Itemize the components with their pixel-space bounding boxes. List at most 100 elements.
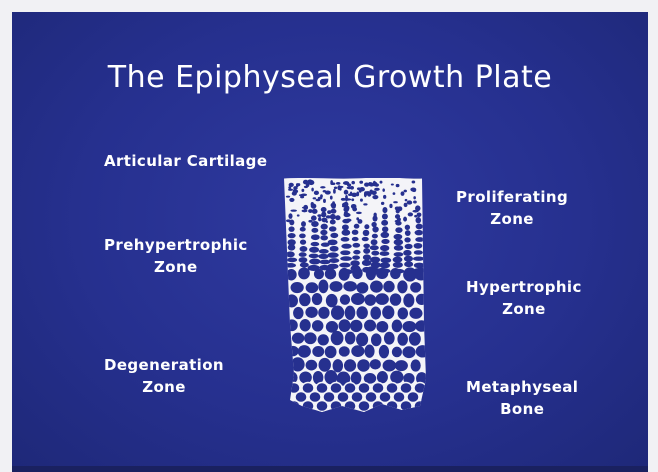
cell <box>293 307 303 319</box>
cell <box>306 183 310 187</box>
cell <box>377 371 388 383</box>
cell <box>301 221 306 227</box>
cell <box>330 281 343 292</box>
cell <box>311 221 319 227</box>
cell <box>351 345 364 357</box>
cell <box>375 293 389 305</box>
cell <box>364 224 369 229</box>
cell <box>404 256 413 262</box>
cell <box>315 199 320 201</box>
cell <box>321 211 326 217</box>
cell <box>320 186 325 188</box>
cell <box>303 205 308 210</box>
cell <box>286 251 295 257</box>
cell <box>417 212 422 217</box>
cell <box>395 227 402 233</box>
cell <box>287 258 297 263</box>
cell <box>288 226 294 232</box>
cell <box>404 261 413 267</box>
cell <box>410 282 421 292</box>
cell <box>363 230 370 236</box>
cell <box>390 293 401 305</box>
cell <box>372 226 378 232</box>
cell <box>330 196 333 200</box>
cell <box>398 307 408 319</box>
cell <box>413 256 424 260</box>
cell <box>415 230 424 236</box>
cell <box>352 237 359 241</box>
cell <box>352 243 360 248</box>
cell <box>360 198 363 201</box>
cell <box>382 207 387 213</box>
cell <box>312 209 318 214</box>
cell <box>339 346 350 356</box>
cell <box>397 333 408 346</box>
cell <box>326 294 338 308</box>
cell <box>371 251 379 256</box>
cell <box>288 244 296 250</box>
cell <box>309 254 319 259</box>
cell <box>314 191 319 195</box>
cell <box>362 237 369 241</box>
cell <box>356 306 367 319</box>
cell <box>395 214 400 219</box>
cell <box>329 258 339 263</box>
cell <box>364 183 369 187</box>
cell <box>364 345 374 358</box>
cell <box>333 189 336 194</box>
cell <box>370 245 379 250</box>
cell <box>357 359 370 372</box>
cell <box>414 263 425 269</box>
cell <box>392 320 402 333</box>
cell <box>370 281 383 293</box>
cell <box>300 262 309 267</box>
cell <box>311 242 320 246</box>
cell <box>412 181 416 184</box>
cell <box>314 269 324 280</box>
cell <box>403 250 411 256</box>
label-articular-cartilage-text: Articular Cartilage <box>104 150 267 172</box>
cell <box>330 233 338 238</box>
cell <box>300 239 306 244</box>
cell <box>339 268 350 281</box>
slide-bottom-edge <box>12 466 648 472</box>
cell <box>330 209 336 214</box>
cell <box>300 227 306 232</box>
cell <box>413 196 416 199</box>
label-prehypertrophic-zone: Prehypertrophic Zone <box>104 234 248 278</box>
cell <box>345 306 356 320</box>
cell <box>329 226 337 231</box>
cell <box>298 267 310 279</box>
cell <box>288 186 291 189</box>
cell <box>408 212 413 216</box>
cell <box>415 205 420 211</box>
cell <box>301 189 304 192</box>
cell <box>319 249 329 254</box>
cell <box>351 198 354 201</box>
cell <box>394 234 403 240</box>
cell <box>358 401 370 412</box>
cell <box>325 346 337 358</box>
cell <box>312 320 324 331</box>
cell <box>354 224 360 229</box>
cell <box>344 401 356 412</box>
cell <box>318 334 329 345</box>
cell <box>289 219 294 225</box>
cell <box>382 214 388 220</box>
cell <box>414 250 423 255</box>
cell <box>403 217 407 222</box>
cell <box>405 225 410 230</box>
cell <box>337 185 341 190</box>
cell <box>363 244 370 249</box>
cell <box>380 181 383 184</box>
cell <box>383 281 394 293</box>
cell <box>386 401 398 412</box>
cell <box>364 294 376 306</box>
cell <box>344 359 356 371</box>
cell <box>363 254 371 260</box>
cell <box>339 263 350 268</box>
cell <box>345 197 347 202</box>
cell <box>306 360 318 371</box>
cell <box>390 371 403 384</box>
cell <box>395 360 408 371</box>
